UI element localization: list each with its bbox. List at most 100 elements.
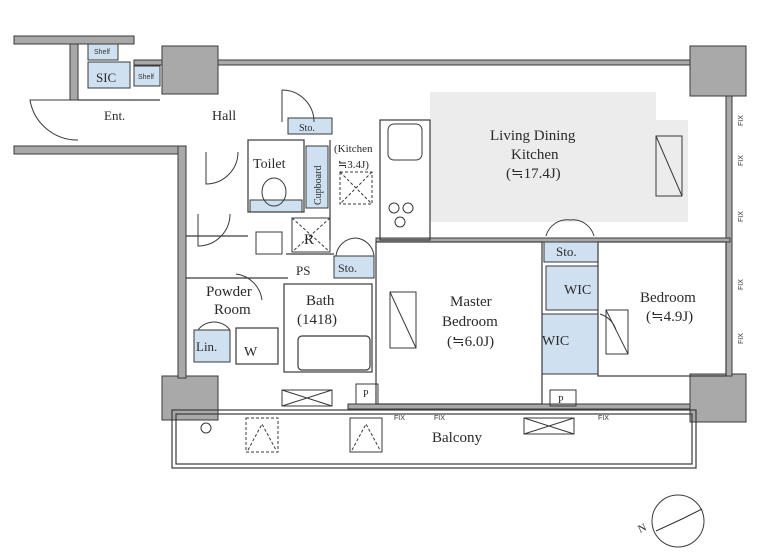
powder-door[interactable] xyxy=(197,213,231,247)
storage-kitchen-area xyxy=(333,255,375,279)
bedroom-vent-diag xyxy=(605,309,629,355)
fix-window-label: FIX xyxy=(738,279,745,290)
washbasin xyxy=(255,231,283,255)
p-left-label: P xyxy=(363,389,369,400)
refrigerator-label: R xyxy=(304,232,314,248)
kitchen-ventilation xyxy=(339,171,373,205)
balcony-hatch-mark xyxy=(351,422,381,451)
bedroom-vent xyxy=(605,309,629,355)
wall-left-vertical xyxy=(177,145,187,379)
entrance-door[interactable] xyxy=(29,99,79,141)
cupboard-label: Cupboard xyxy=(313,166,324,205)
storage-bedroom-label: Sto. xyxy=(556,244,577,259)
column-bottom-left xyxy=(161,375,219,421)
sink-cabinet xyxy=(235,327,279,365)
pipe-space-label: PS xyxy=(296,263,310,278)
p-box xyxy=(355,383,379,405)
wic-lower-area xyxy=(541,313,599,375)
ldk-label: Living Dining xyxy=(490,128,576,144)
master-vent-diag xyxy=(389,291,417,349)
toilet-label: Toilet xyxy=(253,157,286,172)
p-right-label: P xyxy=(558,395,564,406)
master-bedroom-label-line2: Bedroom xyxy=(442,314,498,330)
balcony-hatch xyxy=(245,417,279,453)
balcony-unit xyxy=(281,389,333,407)
kitchen-ventilation-cross xyxy=(339,171,373,205)
storage-hall-label: Sto. xyxy=(299,123,315,134)
wall-top-left xyxy=(13,35,135,45)
toilet-bowl xyxy=(261,177,287,207)
master-bedroom-label: Master xyxy=(450,294,492,310)
kitchen-storage-door[interactable] xyxy=(335,237,375,257)
kitchen-counter xyxy=(379,119,431,241)
shelf-side-label: Shelf xyxy=(138,74,154,81)
bed-storage-door[interactable] xyxy=(545,219,595,237)
wall-right xyxy=(725,95,733,377)
linen-door[interactable] xyxy=(197,321,231,331)
column-top-right xyxy=(689,45,747,97)
bath-label: Bath xyxy=(306,293,335,309)
kitchen-area-label: ≒3.4J) xyxy=(338,159,369,171)
wic-upper-label: WIC xyxy=(564,283,591,298)
bathtub xyxy=(297,335,371,371)
wall-left-upper xyxy=(69,43,79,101)
fix-window-label: FIX xyxy=(738,333,745,344)
column-top-left xyxy=(161,45,219,95)
hall-door[interactable] xyxy=(281,89,315,123)
balcony-unit-cross xyxy=(281,389,333,407)
bedroom-label: Bedroom xyxy=(640,290,696,306)
wall-left-lower xyxy=(13,145,187,155)
sic-area xyxy=(87,61,131,89)
sic-label: SIC xyxy=(96,70,116,85)
balcony-drain xyxy=(200,422,212,434)
refrigerator-box xyxy=(291,217,331,253)
washer-label: W xyxy=(244,345,258,360)
stove-burner xyxy=(388,202,400,214)
shelf-side-area xyxy=(133,65,161,87)
p-box xyxy=(549,389,577,407)
balcony-railing xyxy=(175,413,693,465)
compass-icon: N xyxy=(636,494,705,548)
stove-burner xyxy=(394,216,406,228)
bedroom-area-label: (≒4.9J) xyxy=(646,309,693,325)
cupboard-area xyxy=(305,145,329,209)
storage-kitchen-label: Sto. xyxy=(338,261,357,275)
kitchen-label: (Kitchen xyxy=(334,143,373,155)
balcony-outline xyxy=(171,409,697,469)
storage-hall-area xyxy=(287,117,333,135)
ldk-area-label: (≒17.4J) xyxy=(506,166,561,182)
fix-window-label: FIX xyxy=(434,415,445,422)
wic-lower-label: WIC xyxy=(542,334,569,349)
ldk-label-line2: Kitchen xyxy=(511,147,559,163)
bedroom-outline xyxy=(597,241,727,377)
linen-label: Lin. xyxy=(196,339,217,354)
refrigerator-cross xyxy=(291,217,331,253)
fix-window-label: FIX xyxy=(738,115,745,126)
master-bedroom-outline xyxy=(375,241,543,405)
toilet-door[interactable] xyxy=(205,151,239,185)
wall-bottom xyxy=(347,403,691,410)
hall-label: Hall xyxy=(212,109,236,124)
balcony-unit xyxy=(523,417,575,435)
balcony-hatch-mark xyxy=(247,422,277,451)
ldk-vent-diag xyxy=(655,135,683,197)
ldk-vent xyxy=(655,135,683,197)
ldk-floor xyxy=(430,92,656,124)
balcony-label: Balcony xyxy=(432,430,482,446)
ldk-floor xyxy=(430,120,688,222)
fix-window-label: FIX xyxy=(394,415,405,422)
master-vent xyxy=(389,291,417,349)
balcony-unit-cross xyxy=(523,417,575,435)
fix-window-label: FIX xyxy=(598,415,609,422)
stove-burner xyxy=(402,202,414,214)
master-bedroom-area-label: (≒6.0J) xyxy=(447,334,494,350)
bath-door[interactable] xyxy=(235,273,263,301)
compass-north-label: N xyxy=(636,521,648,535)
bath-size-label: (1418) xyxy=(297,312,337,328)
wic-door[interactable] xyxy=(599,313,617,331)
linen-area xyxy=(193,329,231,363)
kitchen-sink xyxy=(387,123,423,161)
wall-ldk-bottom xyxy=(375,237,731,243)
